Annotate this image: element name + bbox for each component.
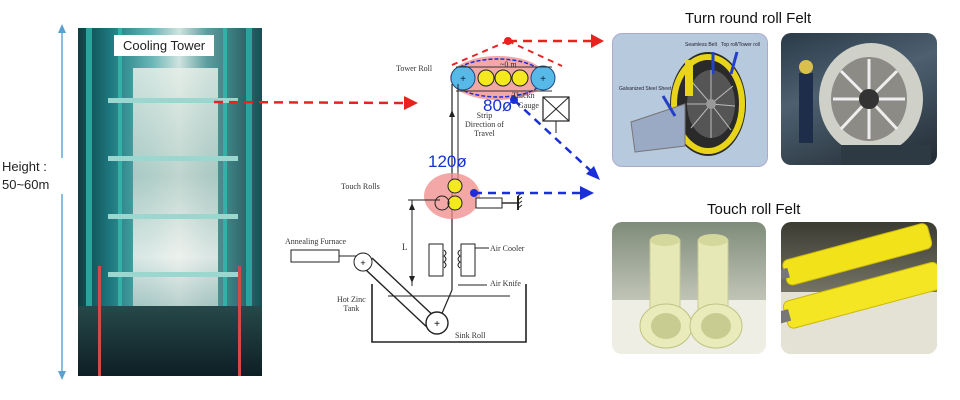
hot-zinc-tank-label: Hot Zinc Tank [337, 295, 366, 313]
annealing-furnace-label: Annealing Furnace [285, 237, 347, 246]
cooling-tower-label: Cooling Tower [114, 35, 215, 56]
size-80-label: 80ø [483, 96, 513, 115]
air-cooler-right [460, 243, 476, 277]
air-knife-label: Air Knife [490, 279, 521, 288]
touch-roll-upper [447, 178, 463, 194]
turn-roll-photo [781, 33, 937, 165]
cooling-tower-photo [78, 28, 262, 376]
blue-arrow-turn [513, 99, 593, 173]
red-arrow-tower [213, 100, 406, 105]
touch-roll-felt-title: Touch roll Felt [707, 201, 801, 218]
turn-roll-illustration: Seamless Belt Top roll/Tower roll Galvan… [612, 33, 768, 167]
gauge-label: Gauge [518, 101, 539, 110]
partial-m-label: ~0 m [500, 60, 517, 69]
height-label: Height : 50~60m [2, 158, 64, 194]
tower-roll-right [530, 65, 556, 91]
seamless-belt-label: Seamless Belt [685, 42, 717, 48]
touch-roll-actuator [475, 197, 503, 209]
l-dimension-label: L [402, 242, 408, 252]
tower-roll-yellow-1 [477, 69, 495, 87]
tower-roll-yellow-3 [511, 69, 529, 87]
furnace-roll [353, 252, 373, 272]
air-cooler-left [428, 243, 444, 277]
sink-roll [425, 311, 449, 335]
size-120-label: 120ø [428, 152, 467, 171]
touch-rolls-label: Touch Rolls [341, 182, 380, 191]
svg-text:+: + [460, 74, 466, 85]
turn-round-roll-felt-title: Turn round roll Felt [685, 10, 812, 27]
thickness-label: Thickn [512, 91, 535, 100]
svg-text:+: + [434, 319, 440, 330]
svg-text:+: + [360, 258, 365, 268]
touch-roll-tubes-photo [612, 222, 766, 354]
strip-direction-label: Strip Direction of Travel [465, 111, 504, 138]
touch-roll-yellow-photo [781, 222, 937, 354]
tower-roll-label: Tower Roll [396, 64, 433, 73]
tower-roll-yellow-2 [494, 69, 512, 87]
annealing-furnace [290, 249, 340, 263]
svg-text:+: + [540, 74, 546, 85]
top-roll-label: Top roll/Tower roll [721, 42, 760, 48]
air-cooler-label: Air Cooler [490, 244, 525, 253]
touch-roll-highlight [424, 173, 480, 219]
hot-zinc-tank [371, 284, 527, 343]
touch-roll-lower [447, 195, 463, 211]
tower-roll-left [450, 65, 476, 91]
sink-roll-label: Sink Roll [455, 331, 486, 340]
galvanized-steel-label: Galvanized Steel Sheet [619, 86, 672, 92]
